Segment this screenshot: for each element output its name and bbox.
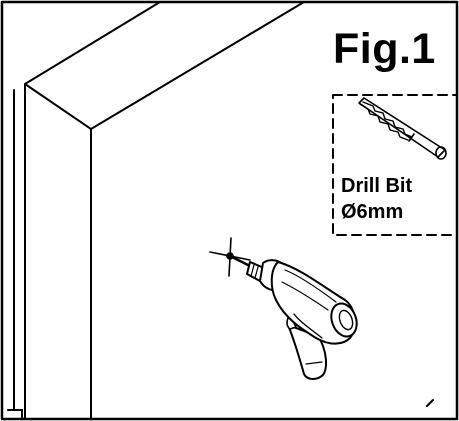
drill-bit-icon — [358, 97, 447, 160]
drill-bit-inset — [332, 94, 458, 236]
drill-bit-label: Drill Bit — [341, 175, 413, 197]
wall-frame — [7, 1, 434, 420]
drill-bit-size-label: Ø6mm — [341, 201, 404, 223]
crosshair-mark-icon — [209, 237, 251, 277]
figure-title: Fig.1 — [333, 25, 436, 73]
power-drill-icon — [230, 255, 358, 380]
